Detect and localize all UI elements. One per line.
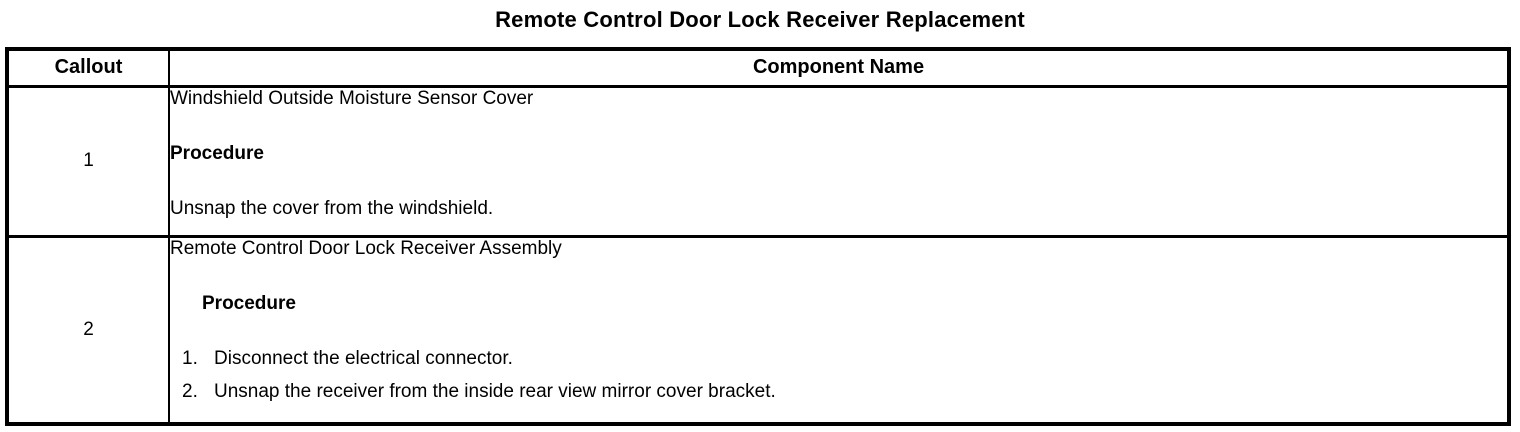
component-cell: Remote Control Door Lock Receiver Assemb… [168, 235, 1510, 425]
callout-number: 2 [6, 235, 170, 425]
table-row: 1 Windshield Outside Moisture Sensor Cov… [6, 85, 1510, 238]
procedure-step: 2. Unsnap the receiver from the inside r… [182, 381, 1507, 402]
table-header-row: Callout Component Name [6, 48, 1510, 88]
procedure-step-list: 1. Disconnect the electrical connector. … [170, 348, 1507, 402]
step-text: Unsnap the receiver from the inside rear… [214, 380, 776, 402]
callout-component-table: Callout Component Name 1 Windshield Outs… [5, 47, 1511, 426]
procedure-label: Procedure [202, 292, 296, 314]
callout-number: 1 [6, 85, 170, 238]
step-number: 2. [182, 380, 198, 402]
component-name: Windshield Outside Moisture Sensor Cover [170, 87, 534, 109]
page-title: Remote Control Door Lock Receiver Replac… [495, 7, 1025, 32]
column-header-callout: Callout [6, 48, 170, 88]
procedure-step: 1. Disconnect the electrical connector. [182, 348, 1507, 369]
procedure-label: Procedure [170, 142, 264, 164]
column-header-component-name: Component Name [168, 48, 1510, 88]
component-cell: Windshield Outside Moisture Sensor Cover… [168, 85, 1510, 238]
table-row: 2 Remote Control Door Lock Receiver Asse… [6, 235, 1510, 425]
component-name: Remote Control Door Lock Receiver Assemb… [170, 237, 562, 259]
procedure-note: Unsnap the cover from the windshield. [170, 197, 494, 219]
step-number: 1. [182, 347, 198, 369]
step-text: Disconnect the electrical connector. [214, 347, 513, 369]
